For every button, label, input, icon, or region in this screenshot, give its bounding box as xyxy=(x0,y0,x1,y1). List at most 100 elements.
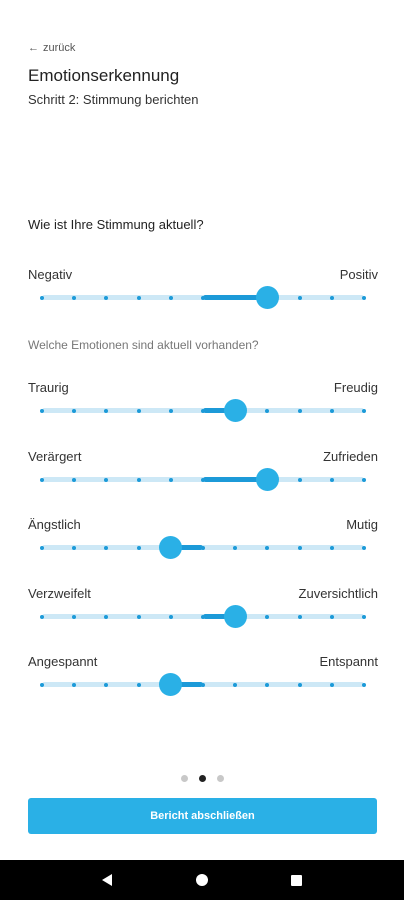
slider-tick xyxy=(297,295,302,300)
slider-tick xyxy=(329,545,334,550)
slider-tick xyxy=(136,477,141,482)
slider-tick xyxy=(72,545,77,550)
slider-tick xyxy=(201,295,205,300)
slider-thumb[interactable] xyxy=(255,286,279,309)
slider-track[interactable] xyxy=(28,605,378,628)
slider-tick xyxy=(40,295,44,300)
slider-tick xyxy=(136,295,141,300)
slider-tick xyxy=(329,295,334,300)
slider-tick xyxy=(104,295,109,300)
slider-right-label: Freudig xyxy=(333,380,378,395)
slider-tick xyxy=(168,614,173,619)
slider-tick xyxy=(329,682,334,687)
slider-tick xyxy=(233,682,238,687)
slider-track[interactable] xyxy=(28,286,378,309)
slider-track[interactable] xyxy=(28,673,378,696)
slider-tick xyxy=(40,477,44,482)
slider-tick xyxy=(362,545,366,550)
slider-track[interactable] xyxy=(28,399,378,422)
slider-tick xyxy=(168,477,173,482)
mood-question: Wie ist Ihre Stimmung aktuell? xyxy=(28,217,204,232)
slider-thumb[interactable] xyxy=(223,399,247,422)
slider-tick xyxy=(201,408,205,413)
slider-tick xyxy=(297,682,302,687)
mood-slider: Negativ Positiv xyxy=(28,267,378,317)
slider-tick xyxy=(72,477,77,482)
slider-active-segment xyxy=(203,614,236,619)
emotion-slider-angespannt-entspannt: Angespannt Entspannt xyxy=(28,654,378,704)
slider-thumb[interactable] xyxy=(159,673,183,696)
back-link[interactable]: ← zurück xyxy=(28,42,75,54)
slider-tick xyxy=(362,682,366,687)
slider-tick xyxy=(104,682,109,687)
slider-tick xyxy=(104,408,109,413)
slider-tick xyxy=(136,408,141,413)
slider-tick xyxy=(297,545,302,550)
slider-thumb[interactable] xyxy=(223,605,247,628)
slider-tick xyxy=(40,614,44,619)
triangle-back-icon xyxy=(102,874,113,886)
slider-tick xyxy=(233,477,238,482)
slider-tick xyxy=(72,295,77,300)
emotion-slider-aengstlich-mutig: Ängstlich Mutig xyxy=(28,517,378,567)
slider-tick xyxy=(201,477,205,482)
slider-tick xyxy=(72,408,77,413)
slider-tick xyxy=(297,614,302,619)
slider-tick xyxy=(265,408,270,413)
slider-tick xyxy=(201,614,205,619)
slider-tick xyxy=(104,545,109,550)
nav-home-button[interactable] xyxy=(182,860,222,900)
page-title: Emotionserkennung xyxy=(28,66,180,85)
page-dot-active xyxy=(198,775,206,782)
slider-right-label: Zufrieden xyxy=(323,449,378,464)
slider-tick xyxy=(40,408,44,413)
slider-tick xyxy=(136,545,141,550)
slider-tick xyxy=(168,295,173,300)
emotion-slider-veraergert-zufrieden: Verärgert Zufrieden xyxy=(28,449,378,499)
slider-tick xyxy=(136,682,141,687)
slider-tick xyxy=(104,614,109,619)
slider-right-label: Entspannt xyxy=(319,654,378,669)
slider-tick xyxy=(136,614,141,619)
finish-report-button[interactable]: Bericht abschließen xyxy=(28,798,377,834)
slider-active-segment xyxy=(203,408,236,413)
slider-tick xyxy=(201,545,205,550)
page-dot xyxy=(180,775,188,782)
slider-tick xyxy=(40,545,44,550)
slider-thumb[interactable] xyxy=(255,468,279,491)
slider-active-segment xyxy=(170,682,203,687)
slider-right-label: Mutig xyxy=(346,517,378,532)
slider-thumb[interactable] xyxy=(159,536,183,559)
slider-tick xyxy=(72,614,77,619)
slider-left-label: Verzweifelt xyxy=(28,586,91,601)
slider-left-label: Traurig xyxy=(28,380,69,395)
slider-left-label: Verärgert xyxy=(28,449,82,464)
slider-tick xyxy=(104,477,109,482)
back-link-label: zurück xyxy=(43,42,76,54)
emotion-slider-verzweifelt-zuversichtlich: Verzweifelt Zuversichtlich xyxy=(28,586,378,636)
emotions-question: Welche Emotionen sind aktuell vorhanden? xyxy=(28,338,259,352)
slider-tick xyxy=(168,408,173,413)
slider-left-label: Angespannt xyxy=(28,654,98,669)
page-dot xyxy=(216,775,224,782)
slider-track[interactable] xyxy=(28,536,378,559)
system-navigation-bar xyxy=(0,860,404,900)
page-indicator xyxy=(0,775,404,782)
slider-track[interactable] xyxy=(28,468,378,491)
square-recents-icon xyxy=(291,874,303,886)
nav-recents-button[interactable] xyxy=(277,860,317,900)
slider-right-label: Zuversichtlich xyxy=(298,586,378,601)
slider-right-label: Positiv xyxy=(339,267,378,282)
slider-tick xyxy=(329,477,334,482)
slider-tick xyxy=(201,682,205,687)
slider-tick xyxy=(265,545,270,550)
nav-back-button[interactable] xyxy=(87,860,127,900)
slider-tick xyxy=(362,477,366,482)
slider-tick xyxy=(329,614,334,619)
slider-tick xyxy=(265,682,270,687)
slider-tick xyxy=(297,477,302,482)
slider-tick xyxy=(72,682,77,687)
slider-tick xyxy=(297,408,302,413)
arrow-left-icon: ← xyxy=(28,42,39,54)
slider-left-label: Ängstlich xyxy=(28,517,81,532)
